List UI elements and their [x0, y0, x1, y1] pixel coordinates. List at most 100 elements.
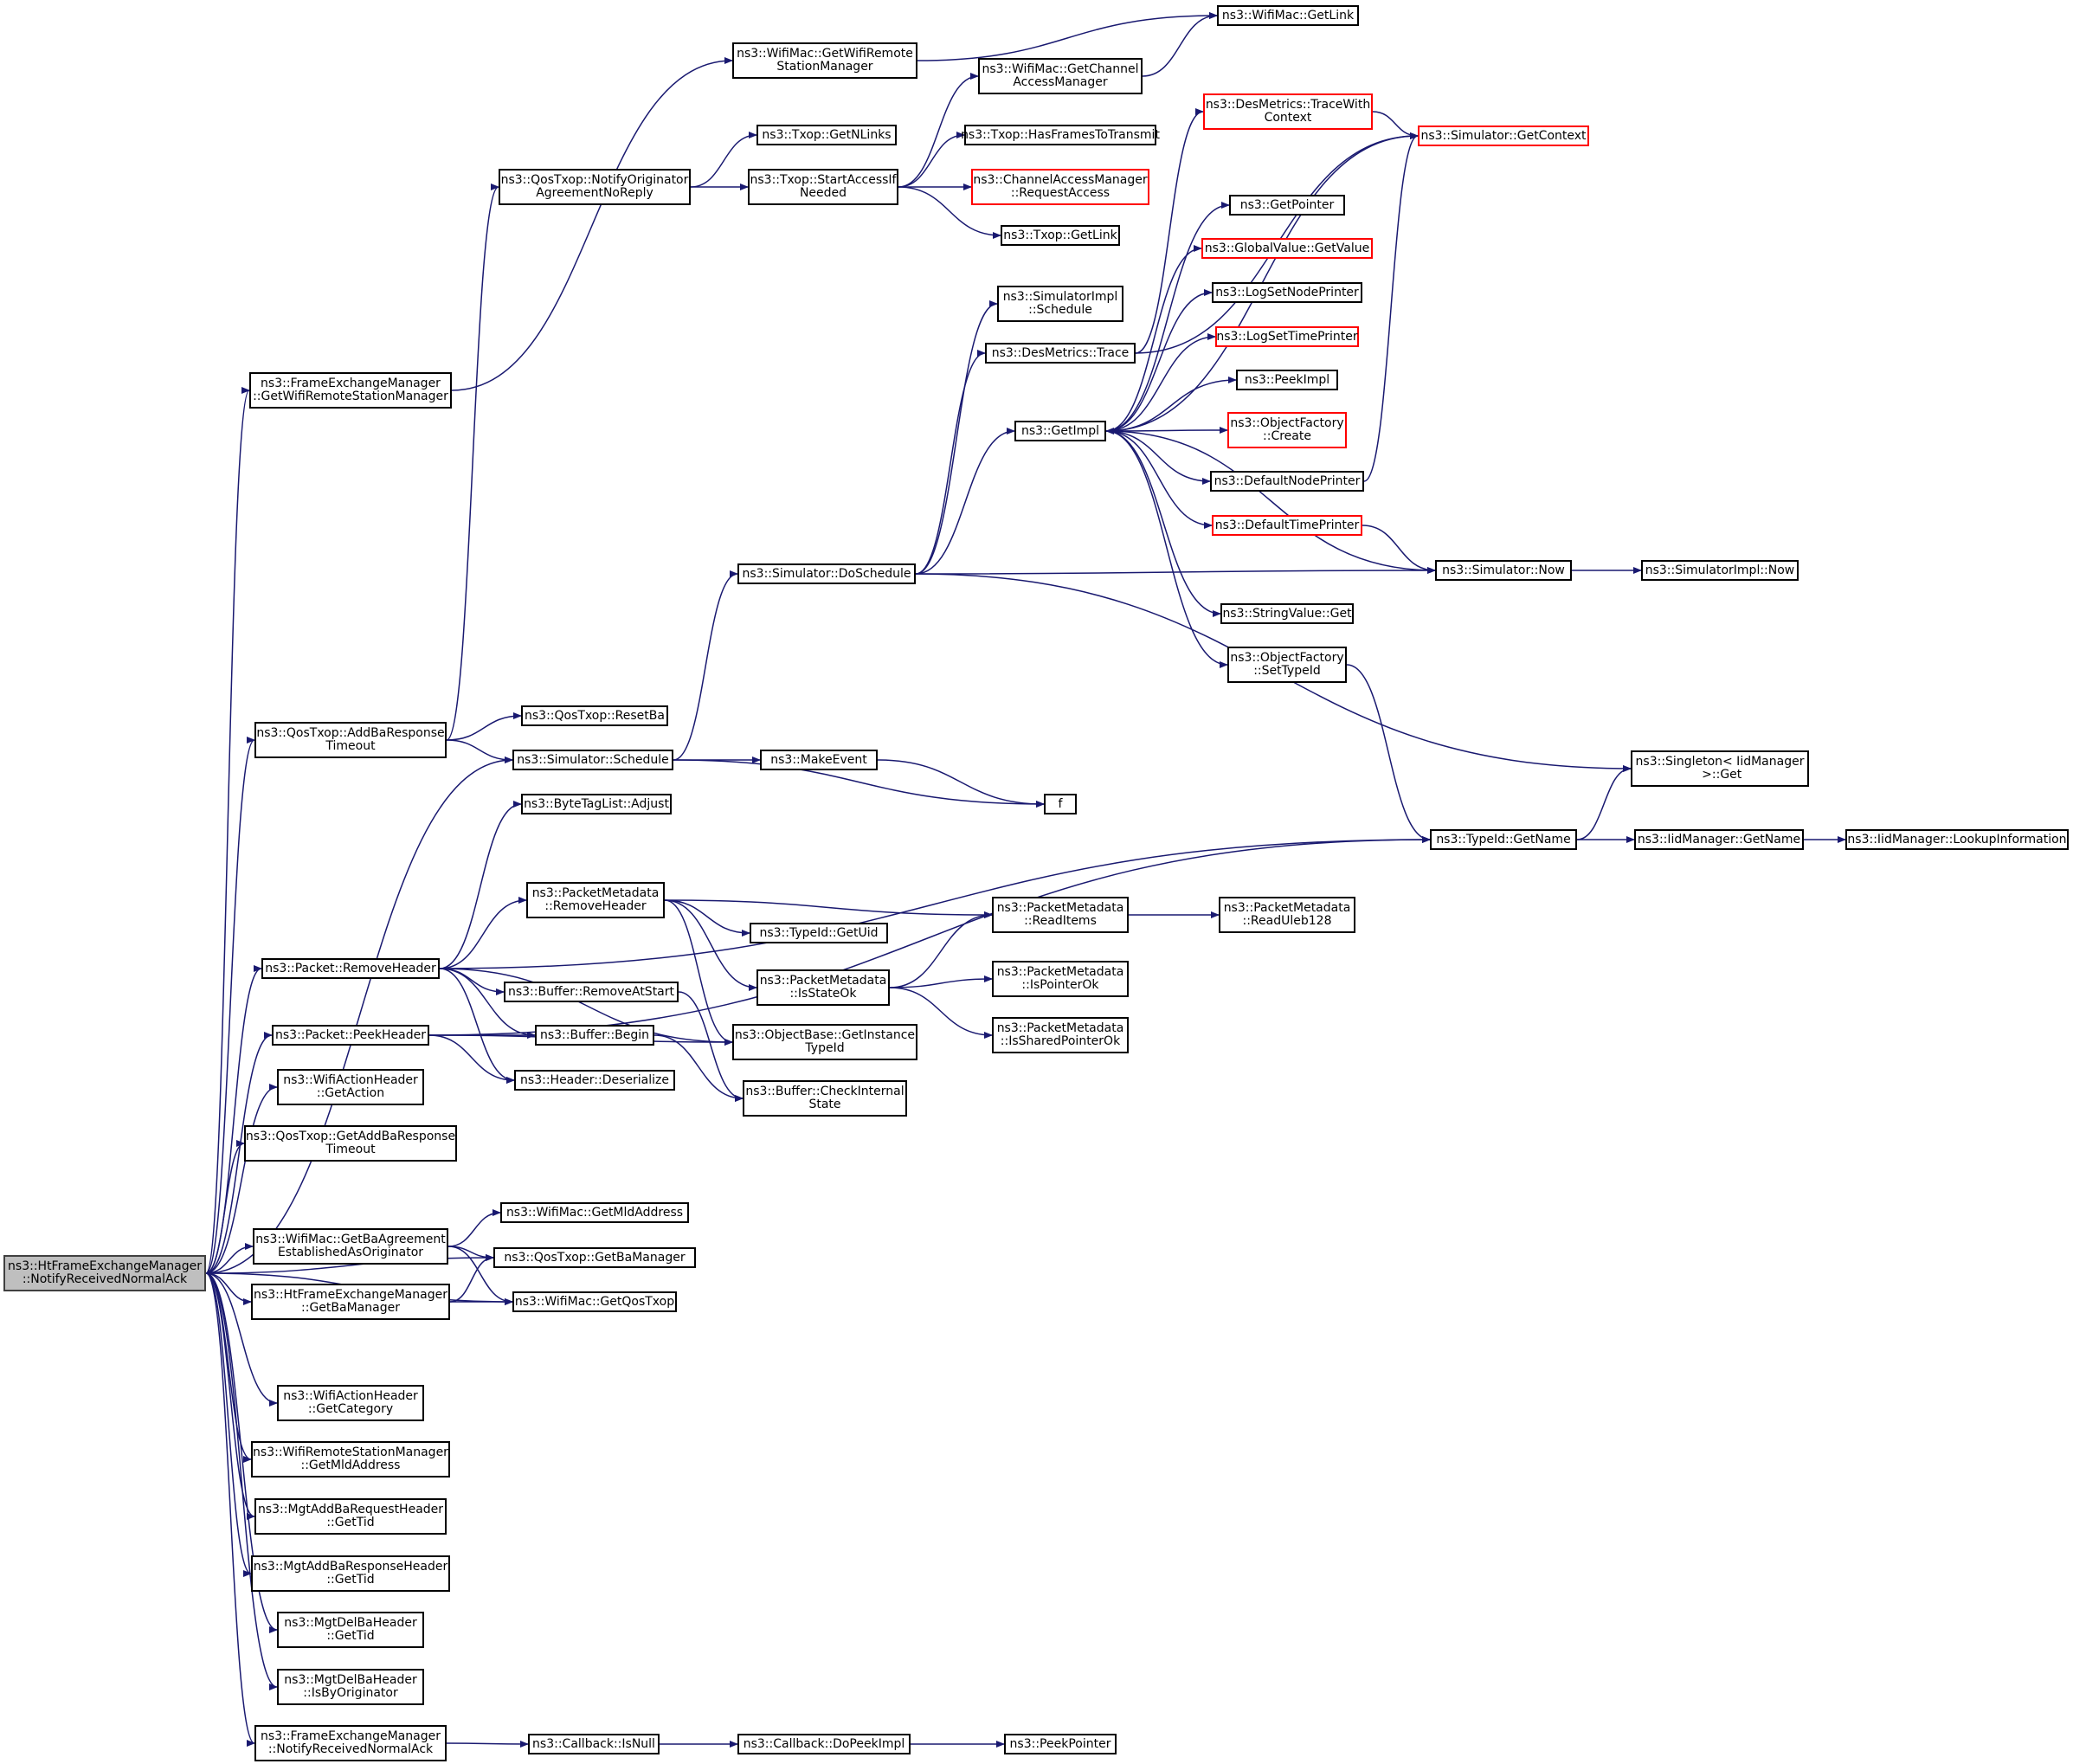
node-fem-getwrsm[interactable]: ns3::FrameExchangeManager ::GetWifiRemot… [249, 372, 452, 409]
node-txop-getlink[interactable]: ns3::Txop::GetLink [1001, 225, 1120, 246]
node-qos-getaddba[interactable]: ns3::QosTxop::GetAddBaResponse Timeout [244, 1125, 457, 1162]
node-pm-readuleb[interactable]: ns3::PacketMetadata ::ReadUleb128 [1219, 897, 1355, 933]
node-mgtreq-tid[interactable]: ns3::MgtAddBaRequestHeader ::GetTid [254, 1498, 447, 1535]
node-root[interactable]: ns3::HtFrameExchangeManager ::NotifyRece… [3, 1255, 206, 1291]
node-peek-impl[interactable]: ns3::PeekImpl [1236, 370, 1338, 390]
call-edge-pkt_remove-to-pm_remove [439, 897, 527, 969]
node-qos-getbam[interactable]: ns3::QosTxop::GetBaManager [493, 1247, 696, 1268]
call-edge-sim_schedule-to-f_node [673, 759, 1045, 808]
call-edge-root-to-qos_addbarsp [205, 737, 255, 1274]
node-wah-getaction[interactable]: ns3::WifiActionHeader ::GetAction [277, 1069, 424, 1105]
node-pm-isptr[interactable]: ns3::PacketMetadata ::IsPointerOk [992, 961, 1129, 997]
node-wrsm-getmld[interactable]: ns3::WifiRemoteStationManager ::GetMldAd… [251, 1441, 450, 1478]
node-fem-notify[interactable]: ns3::FrameExchangeManager ::NotifyReceiv… [254, 1725, 447, 1761]
node-pkt-remove[interactable]: ns3::Packet::RemoveHeader [261, 958, 440, 979]
node-peek-pointer[interactable]: ns3::PeekPointer [1004, 1734, 1117, 1754]
call-edge-qos_addbarsp-to-sim_schedule [446, 739, 513, 763]
node-mgtdel-tid[interactable]: ns3::MgtDelBaHeader ::GetTid [277, 1612, 424, 1648]
call-edge-root-to-wah_getaction [205, 1084, 278, 1274]
node-mac-getlink[interactable]: ns3::WifiMac::GetLink [1217, 5, 1359, 26]
node-mac-getwrsm[interactable]: ns3::WifiMac::GetWifiRemote StationManag… [732, 42, 917, 79]
node-mgtrsp-tid[interactable]: ns3::MgtAddBaResponseHeader ::GetTid [251, 1555, 450, 1592]
node-gv-getvalue[interactable]: ns3::GlobalValue::GetValue [1201, 238, 1373, 259]
node-get-impl[interactable]: ns3::GetImpl [1014, 421, 1106, 441]
node-log-settime[interactable]: ns3::LogSetTimePrinter [1215, 326, 1359, 347]
call-edge-qos_addbarsp-to-qos_resetba [446, 712, 522, 741]
call-edge-root-to-mac_getbaagr [205, 1243, 254, 1274]
node-pm-isshared[interactable]: ns3::PacketMetadata ::IsSharedPointerOk [992, 1017, 1129, 1053]
call-edge-htfem_getbam-to-qos_getbam [449, 1254, 494, 1303]
call-edge-get_impl-to-peek_impl [1105, 377, 1237, 432]
node-buf-begin[interactable]: ns3::Buffer::Begin [535, 1025, 654, 1046]
node-mgtdel-isby[interactable]: ns3::MgtDelBaHeader ::IsByOriginator [277, 1669, 424, 1705]
node-des-trace[interactable]: ns3::DesMetrics::Trace [985, 343, 1136, 364]
call-edge-pkt_remove-to-tid_getname [439, 836, 1431, 969]
node-cb-isnull[interactable]: ns3::Callback::IsNull [528, 1734, 660, 1754]
node-cb-dopeek[interactable]: ns3::Callback::DoPeekImpl [737, 1734, 911, 1754]
call-edge-root-to-fem_notify [205, 1272, 255, 1747]
node-tid-getuid[interactable]: ns3::TypeId::GetUid [750, 923, 888, 943]
node-htfem-getbam[interactable]: ns3::HtFrameExchangeManager ::GetBaManag… [251, 1284, 450, 1320]
node-txop-getnlinks[interactable]: ns3::Txop::GetNLinks [756, 125, 897, 145]
node-buf-remstart[interactable]: ns3::Buffer::RemoveAtStart [504, 982, 679, 1002]
node-pm-isstate[interactable]: ns3::PacketMetadata ::IsStateOk [756, 969, 890, 1006]
node-sv-get[interactable]: ns3::StringValue::Get [1220, 603, 1354, 624]
call-edge-mac_getbaagr-to-qos_getbam [447, 1246, 494, 1261]
node-hdr-deser[interactable]: ns3::Header::Deserialize [514, 1070, 675, 1091]
call-edge-get_impl-to-of_create [1105, 427, 1228, 435]
call-edge-sim_now-to-get_impl [1105, 428, 1436, 571]
node-get-pointer[interactable]: ns3::GetPointer [1229, 195, 1345, 216]
node-simimpl-sched[interactable]: ns3::SimulatorImpl ::Schedule [997, 286, 1123, 322]
node-mac-getqos[interactable]: ns3::WifiMac::GetQosTxop [512, 1291, 677, 1312]
node-btl-adjust[interactable]: ns3::ByteTagList::Adjust [521, 794, 672, 814]
node-singleton-get[interactable]: ns3::Singleton< IidManager >::Get [1631, 750, 1809, 787]
call-edge-make_event-to-f_node [877, 759, 1045, 808]
node-log-setnode[interactable]: ns3::LogSetNodePrinter [1212, 282, 1362, 303]
node-sim-dosched[interactable]: ns3::Simulator::DoSchedule [737, 563, 916, 584]
node-make-event[interactable]: ns3::MakeEvent [760, 750, 878, 770]
node-def-timepr[interactable]: ns3::DefaultTimePrinter [1212, 515, 1362, 536]
call-edge-mac_getbaagr-to-mac_getqos [447, 1246, 513, 1305]
node-sim-schedule[interactable]: ns3::Simulator::Schedule [512, 750, 673, 770]
call-edge-pm_isstate-to-pm_isshared [889, 987, 993, 1039]
node-tid-getname[interactable]: ns3::TypeId::GetName [1430, 829, 1577, 850]
node-qos-addbarsp[interactable]: ns3::QosTxop::AddBaResponse Timeout [254, 722, 447, 758]
node-txop-startacc[interactable]: ns3::Txop::StartAccessIf Needed [748, 169, 898, 205]
call-edge-pm_remove-to-tid_getuid [664, 899, 750, 937]
node-pkt-peek[interactable]: ns3::Packet::PeekHeader [272, 1025, 429, 1046]
node-txop-hasframes[interactable]: ns3::Txop::HasFramesToTransmit [961, 125, 1160, 145]
call-edge-mac_getbaagr-to-mac_getmld [447, 1209, 501, 1247]
node-ob-getinst[interactable]: ns3::ObjectBase::GetInstance TypeId [732, 1024, 917, 1060]
node-f-node[interactable]: f [1044, 794, 1077, 814]
call-edge-txop_startacc-to-txop_getlink [898, 186, 1001, 239]
call-edge-root-to-pkt_peek [205, 1032, 273, 1274]
call-edge-pkt_peek-to-tid_getname [428, 836, 1431, 1036]
call-edge-pm_isstate-to-pm_isptr [889, 975, 993, 988]
node-qos-resetba[interactable]: ns3::QosTxop::ResetBa [521, 705, 668, 726]
call-edge-get_impl-to-log_setnode [1105, 289, 1213, 432]
node-of-create[interactable]: ns3::ObjectFactory ::Create [1227, 412, 1347, 448]
node-wah-getcat[interactable]: ns3::WifiActionHeader ::GetCategory [277, 1385, 424, 1421]
node-simimpl-now[interactable]: ns3::SimulatorImpl::Now [1641, 560, 1799, 581]
node-sim-getctx[interactable]: ns3::Simulator::GetContext [1418, 126, 1589, 146]
node-des-tracewc[interactable]: ns3::DesMetrics::TraceWith Context [1203, 93, 1373, 130]
node-iid-lookup[interactable]: ns3::IidManager::LookupInformation [1845, 829, 2069, 850]
node-pm-readitems[interactable]: ns3::PacketMetadata ::ReadItems [992, 897, 1129, 933]
call-edge-root-to-mgtrsp_tid [205, 1272, 252, 1577]
node-mac-getbaagr[interactable]: ns3::WifiMac::GetBaAgreement Established… [253, 1228, 448, 1265]
call-edge-sim_dosched-to-sim_now [915, 567, 1436, 575]
node-pm-remove[interactable]: ns3::PacketMetadata ::RemoveHeader [526, 882, 665, 918]
node-iid-getname[interactable]: ns3::IidManager::GetName [1634, 829, 1804, 850]
node-cam-reqacc[interactable]: ns3::ChannelAccessManager ::RequestAcces… [971, 169, 1149, 205]
call-edge-pm_remove-to-pm_readitems [664, 899, 993, 918]
call-edge-des_tracewc-to-sim_getctx [1372, 111, 1419, 139]
node-def-nodepr[interactable]: ns3::DefaultNodePrinter [1210, 471, 1364, 492]
node-mac-getcam[interactable]: ns3::WifiMac::GetChannel AccessManager [978, 58, 1143, 94]
call-edge-tid_getname-to-singleton_get [1576, 765, 1632, 840]
node-mac-getmld[interactable]: ns3::WifiMac::GetMldAddress [500, 1202, 689, 1223]
node-qos-notifyorig[interactable]: ns3::QosTxop::NotifyOriginator Agreement… [499, 169, 691, 205]
node-sim-now[interactable]: ns3::Simulator::Now [1435, 560, 1572, 581]
node-of-settypeid[interactable]: ns3::ObjectFactory ::SetTypeId [1227, 647, 1347, 683]
call-edge-root-to-qos_getaddba [205, 1140, 245, 1274]
node-buf-checkint[interactable]: ns3::Buffer::CheckInternal State [743, 1080, 907, 1117]
